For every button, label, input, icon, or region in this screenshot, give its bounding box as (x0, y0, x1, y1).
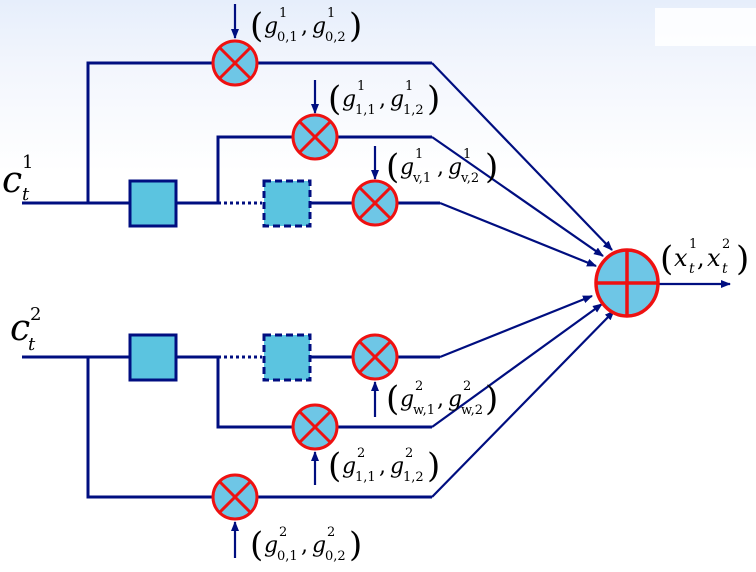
gain-g01u-s2: 1 (327, 6, 335, 21)
svg-text:(: ( (250, 6, 263, 46)
gain-g11l-s2: 2 (405, 446, 413, 461)
input-label-c2: c 2 t (10, 304, 41, 355)
lower-branch-wires (22, 355, 440, 499)
svg-text:(: ( (660, 239, 673, 279)
multiplier-upper-1 (291, 113, 339, 161)
gain-arrows (231, 4, 379, 558)
background-patch (655, 8, 756, 46)
gain-g01l-s1: 2 (279, 525, 287, 540)
delay-block-lower-1 (128, 333, 178, 382)
gain-g01u-b2: 0,2 (325, 30, 346, 45)
gain-gv-s1: 1 (415, 147, 423, 162)
gain-g01l-b2: 0,2 (325, 549, 346, 564)
output-s2: 2 (722, 237, 730, 252)
gain-g01l-s2: 2 (327, 525, 335, 540)
svg-text:,: , (379, 454, 386, 479)
svg-text:(: ( (386, 379, 399, 419)
gain-g11u-b2: 1,2 (403, 103, 424, 118)
gain-gw-s1: 2 (415, 379, 423, 394)
input-label-c1: c 1 t (2, 152, 33, 205)
gain-gv-t2: g (448, 155, 462, 180)
svg-text:): ) (427, 446, 440, 486)
gain-label-gw-lower: ( g 2 w,1 , g 2 w,2 ) (386, 379, 498, 419)
gain-g11u-b1: 1,1 (355, 103, 376, 118)
input-label-c2-base: c (10, 308, 30, 349)
gain-gw-t2: g (448, 387, 462, 412)
gain-label-g01-upper: ( g 1 0,1 , g 1 0,2 ) (250, 6, 362, 46)
upper-branch-wires (22, 61, 440, 205)
svg-text:(: ( (386, 147, 399, 187)
gain-gv-b2: v,2 (460, 171, 479, 186)
output-t2: x (707, 244, 721, 272)
svg-text:,: , (301, 14, 308, 39)
gain-g11u-s2: 1 (405, 79, 413, 94)
gain-gw-b1: w,1 (413, 403, 435, 418)
gain-g01u-s1: 1 (279, 6, 287, 21)
multiplier-upper-v (351, 179, 399, 227)
gain-g01l-t2: g (312, 533, 326, 558)
gain-g01u-t2: g (312, 14, 326, 39)
gain-label-g01-lower: ( g 2 0,1 , g 2 0,2 ) (250, 525, 362, 565)
gain-g01l-t1: g (264, 533, 278, 558)
gain-label-g11-lower: ( g 2 1,1 , g 2 1,2 ) (328, 446, 440, 486)
gain-g11u-t2: g (390, 87, 404, 112)
gain-gw-s2: 2 (463, 379, 471, 394)
svg-text:,: , (301, 533, 308, 558)
gain-gv-t1: g (400, 155, 414, 180)
input-label-c1-sup: 1 (22, 152, 33, 173)
output-s1: 1 (689, 237, 697, 252)
gain-gw-b2: w,2 (461, 403, 483, 418)
output-t1: x (674, 244, 688, 272)
input-label-c1-base: c (2, 160, 22, 201)
delay-block-upper-1 (128, 179, 178, 228)
multiplier-upper-0 (211, 39, 259, 87)
gain-label-gv-upper: ( g 1 v,1 , g 1 v,2 ) (386, 147, 498, 187)
svg-text:): ) (349, 525, 362, 565)
gain-g11u-t1: g (342, 87, 356, 112)
svg-text:): ) (485, 147, 498, 187)
output-b2: t (722, 261, 728, 277)
gain-g11l-t1: g (342, 454, 356, 479)
svg-text:): ) (736, 239, 749, 279)
gain-g01u-b1: 0,1 (277, 30, 298, 45)
svg-text:(: ( (328, 79, 341, 119)
gain-g01l-b1: 0,1 (277, 549, 298, 564)
input-label-c2-sup: 2 (30, 304, 41, 325)
multiplier-lower-1 (291, 403, 339, 451)
gain-gw-t1: g (400, 387, 414, 412)
adder (594, 248, 660, 318)
output-b1: t (689, 261, 695, 277)
gain-g11u-s1: 1 (357, 79, 365, 94)
output-label: ( x 1 t , x 2 t ) (660, 237, 749, 279)
svg-text:,: , (379, 87, 386, 112)
gain-g11l-s1: 2 (357, 446, 365, 461)
gain-g01u-t1: g (264, 14, 278, 39)
gain-gv-s2: 1 (463, 147, 471, 162)
delay-block-upper-v (262, 179, 312, 228)
svg-text:,: , (437, 387, 444, 412)
gain-label-g11-upper: ( g 1 1,1 , g 1 1,2 ) (328, 79, 440, 119)
delay-block-lower-w (262, 333, 312, 382)
input-label-c2-sub: t (28, 334, 36, 355)
gain-g11l-t2: g (390, 454, 404, 479)
input-label-c1-sub: t (22, 184, 30, 205)
svg-text:(: ( (328, 446, 341, 486)
gain-g11l-b1: 1,1 (355, 470, 376, 485)
svg-text:,: , (437, 155, 444, 180)
svg-text:): ) (485, 379, 498, 419)
svg-text:(: ( (250, 525, 263, 565)
svg-text:): ) (427, 79, 440, 119)
multiplier-lower-w (351, 333, 399, 381)
adder-input-arrows (431, 62, 615, 498)
svg-text:,: , (697, 244, 705, 272)
gain-gv-b1: v,1 (412, 171, 431, 186)
svg-text:): ) (349, 6, 362, 46)
gain-g11l-b2: 1,2 (403, 470, 424, 485)
multiplier-lower-0 (211, 473, 259, 521)
